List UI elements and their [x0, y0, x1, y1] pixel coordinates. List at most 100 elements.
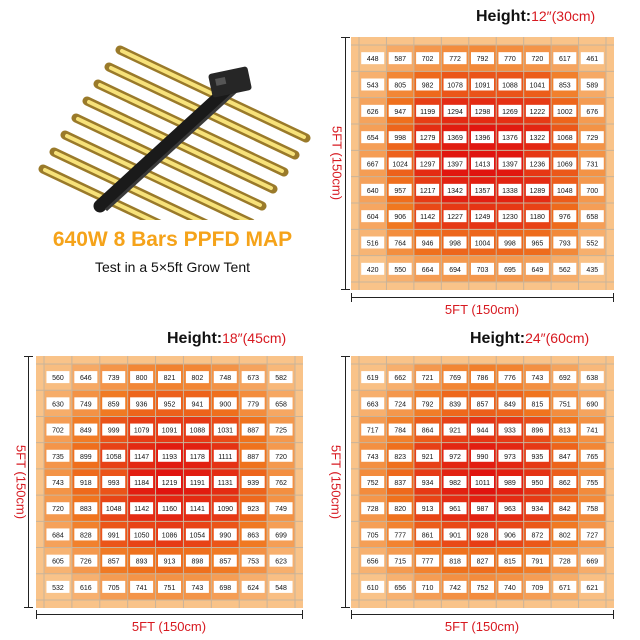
value-label-box	[158, 554, 181, 567]
value-label-box	[471, 210, 494, 223]
value-label: 815	[532, 401, 544, 408]
value-label-box	[158, 397, 181, 410]
value-label: 777	[422, 559, 434, 566]
value-label: 604	[367, 214, 379, 221]
value-label: 1396	[475, 135, 491, 142]
value-label: 998	[394, 135, 406, 142]
value-label: 1091	[475, 83, 491, 90]
value-label-box	[525, 157, 549, 170]
value-label: 698	[219, 585, 231, 592]
value-label: 999	[108, 428, 120, 435]
value-label-box	[471, 157, 494, 170]
value-label: 715	[394, 559, 406, 566]
value-label-box	[361, 52, 385, 65]
value-label-box	[361, 371, 385, 384]
value-label: 1054	[190, 532, 206, 539]
value-label-box	[553, 262, 577, 275]
value-label-box	[213, 423, 237, 436]
value-label: 676	[586, 109, 598, 116]
value-label: 638	[586, 375, 598, 382]
value-label-box	[553, 397, 577, 410]
value-label-box	[471, 580, 494, 593]
value-label-box	[74, 502, 98, 515]
value-label: 863	[247, 532, 259, 539]
value-label: 828	[80, 532, 92, 539]
value-label: 1011	[475, 480, 490, 487]
value-label-box	[498, 397, 522, 410]
value-label: 1048	[557, 188, 573, 195]
value-label-box	[498, 528, 522, 541]
value-label-box	[443, 580, 467, 593]
map1-height-title: Height:12″(30cm)	[476, 8, 595, 26]
value-label-box	[388, 423, 412, 436]
value-label-box	[471, 502, 494, 515]
value-label: 626	[367, 109, 379, 116]
value-label: 991	[108, 532, 120, 539]
value-label: 743	[192, 585, 204, 592]
value-label: 1078	[447, 83, 463, 90]
value-label: 731	[586, 162, 598, 169]
value-label: 779	[247, 401, 259, 408]
value-label: 827	[477, 559, 489, 566]
value-label-box	[525, 580, 549, 593]
value-label: 1397	[447, 162, 463, 169]
value-label: 667	[367, 162, 379, 169]
value-label-box	[213, 502, 237, 515]
value-label-box	[213, 449, 237, 462]
map1-height-label: Height:	[476, 8, 532, 25]
value-label: 820	[394, 506, 406, 513]
map2-side-label: 5FT (150cm)	[13, 444, 29, 520]
value-label-box	[471, 397, 494, 410]
value-label: 550	[394, 267, 406, 274]
value-label: 658	[586, 214, 598, 221]
value-label: 1131	[218, 480, 233, 487]
value-label: 990	[477, 454, 489, 461]
value-label: 673	[247, 375, 259, 382]
value-label-box	[269, 528, 293, 541]
value-label: 749	[80, 401, 92, 408]
value-label: 1068	[557, 135, 573, 142]
value-label-box	[74, 554, 98, 567]
value-label: 1193	[162, 454, 177, 461]
value-label-box	[416, 580, 440, 593]
value-label-box	[471, 449, 494, 462]
value-label-box	[388, 104, 412, 117]
value-label-box	[525, 236, 549, 249]
value-label: 906	[504, 532, 516, 539]
value-label-box	[525, 210, 549, 223]
map2-bottom-bracket	[36, 610, 303, 619]
value-label-box	[388, 476, 412, 488]
value-label: 751	[559, 401, 571, 408]
map3-side-label: 5FT (150cm)	[328, 444, 344, 520]
value-label: 993	[108, 480, 120, 487]
value-label: 939	[247, 480, 259, 487]
value-label-box	[416, 502, 440, 515]
value-label-box	[580, 131, 604, 144]
value-label: 1024	[392, 162, 408, 169]
value-label: 560	[52, 375, 64, 382]
value-label: 582	[275, 375, 287, 382]
value-label: 976	[559, 214, 571, 221]
value-label: 765	[586, 454, 598, 461]
value-label: 815	[504, 559, 516, 566]
light-bar-leds	[43, 168, 156, 220]
value-label-box	[158, 476, 181, 488]
value-label: 786	[477, 375, 489, 382]
value-label: 705	[108, 585, 120, 592]
value-label-box	[361, 528, 385, 541]
value-label: 792	[422, 401, 434, 408]
value-label: 1357	[475, 188, 491, 195]
value-label: 741	[136, 585, 148, 592]
value-label-box	[498, 78, 522, 91]
value-label: 990	[219, 532, 231, 539]
value-label-box	[388, 236, 412, 249]
map2-height-label: Height:	[167, 330, 223, 347]
value-label-box	[471, 554, 494, 567]
value-label: 735	[52, 454, 64, 461]
value-label-box	[416, 397, 440, 410]
value-label-box	[443, 397, 467, 410]
value-label-box	[553, 78, 577, 91]
